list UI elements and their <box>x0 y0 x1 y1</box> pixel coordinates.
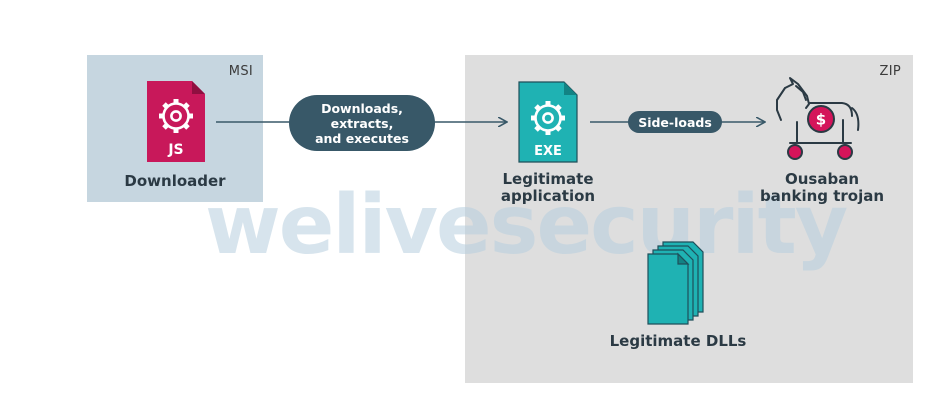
download-step-pill: Downloads, extracts, and executes <box>289 95 435 151</box>
sideload-step-label: Side-loads <box>638 114 712 130</box>
download-step-line-3: and executes <box>315 130 409 146</box>
download-step-line-1: Downloads, <box>321 100 403 116</box>
trojan-horse-dollar-icon <box>776 77 860 160</box>
dollar-icon: $ <box>816 111 826 129</box>
ousaban-trojan-line-2: banking trojan <box>759 187 885 205</box>
legitimate-application-line-2: application <box>500 187 596 205</box>
exe-file-gear-icon: EXE <box>518 81 578 163</box>
stacked-files-icon <box>647 241 704 325</box>
legitimate-application-line-1: Legitimate <box>502 170 594 188</box>
js-file-label: JS <box>167 142 183 158</box>
ousaban-trojan-label: Ousaban banking trojan <box>745 171 899 205</box>
download-step-line-2: extracts, <box>330 115 394 131</box>
legitimate-dlls-label: Legitimate DLLs <box>609 332 747 350</box>
zip-group-label: ZIP <box>879 64 901 79</box>
downloader-label: Downloader <box>124 172 226 190</box>
js-file-gear-icon: JS <box>147 81 205 162</box>
sideload-step-pill: Side-loads <box>628 111 722 133</box>
msi-group-label: MSI <box>228 64 253 79</box>
ousaban-trojan-line-1: Ousaban <box>784 170 860 188</box>
exe-file-label: EXE <box>534 144 562 159</box>
legitimate-application-label: Legitimate application <box>480 171 616 205</box>
